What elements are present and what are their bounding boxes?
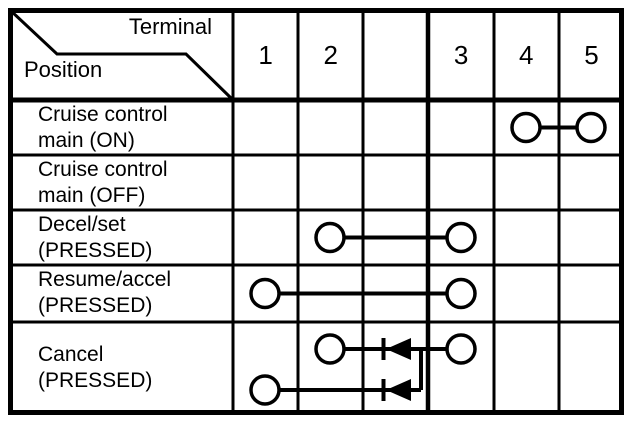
terminal-col-1: 1 [258, 39, 273, 70]
row-label-line: (PRESSED) [38, 294, 153, 317]
terminal-col-4: 4 [519, 39, 534, 70]
row-label-line: Cruise control [38, 103, 168, 126]
row-label-cruise-main-on: Cruise control main (ON) [38, 102, 168, 154]
contact-circle [445, 221, 477, 254]
row-label-decel-set: Decel/set (PRESSED) [38, 212, 152, 264]
contact-circle [510, 111, 542, 144]
terminal-col-2: 2 [323, 39, 338, 70]
row-label-line: (PRESSED) [38, 369, 153, 392]
row-label-line: main (OFF) [38, 184, 146, 207]
contact-circle [314, 221, 346, 254]
diode-icon [386, 379, 411, 401]
header-terminal-label: Terminal [128, 14, 212, 39]
diode-icon [381, 338, 386, 360]
row-label-line: Decel/set [38, 213, 126, 236]
contact-circle [445, 277, 477, 310]
row-label-line: Cruise control [38, 158, 168, 181]
row-label-line: (PRESSED) [38, 239, 153, 262]
terminal-col-3: 3 [453, 39, 469, 70]
row-label-cancel: Cancel (PRESSED) [38, 342, 152, 394]
terminal-col-blank [363, 10, 428, 100]
contact-circle [314, 333, 346, 365]
row-label-line: Resume/accel [38, 268, 172, 291]
diode-icon [386, 338, 411, 360]
header-diagonal-line [8, 8, 234, 101]
row-label-resume-accel: Resume/accel (PRESSED) [38, 267, 171, 319]
terminal-col-5: 5 [584, 39, 599, 70]
contact-circle [249, 374, 281, 406]
header-position-label: Position [24, 57, 103, 82]
row-label-line: Cancel [38, 343, 104, 366]
contact-circle [445, 333, 477, 365]
diode-icon [381, 379, 386, 401]
row-label-cruise-main-off: Cruise control main (OFF) [38, 157, 168, 209]
contact-circle [249, 277, 281, 310]
terminal-number-row: 1 2 3 4 5 [233, 10, 624, 100]
row-label-line: main (ON) [38, 129, 135, 152]
contact-circle [575, 111, 607, 144]
